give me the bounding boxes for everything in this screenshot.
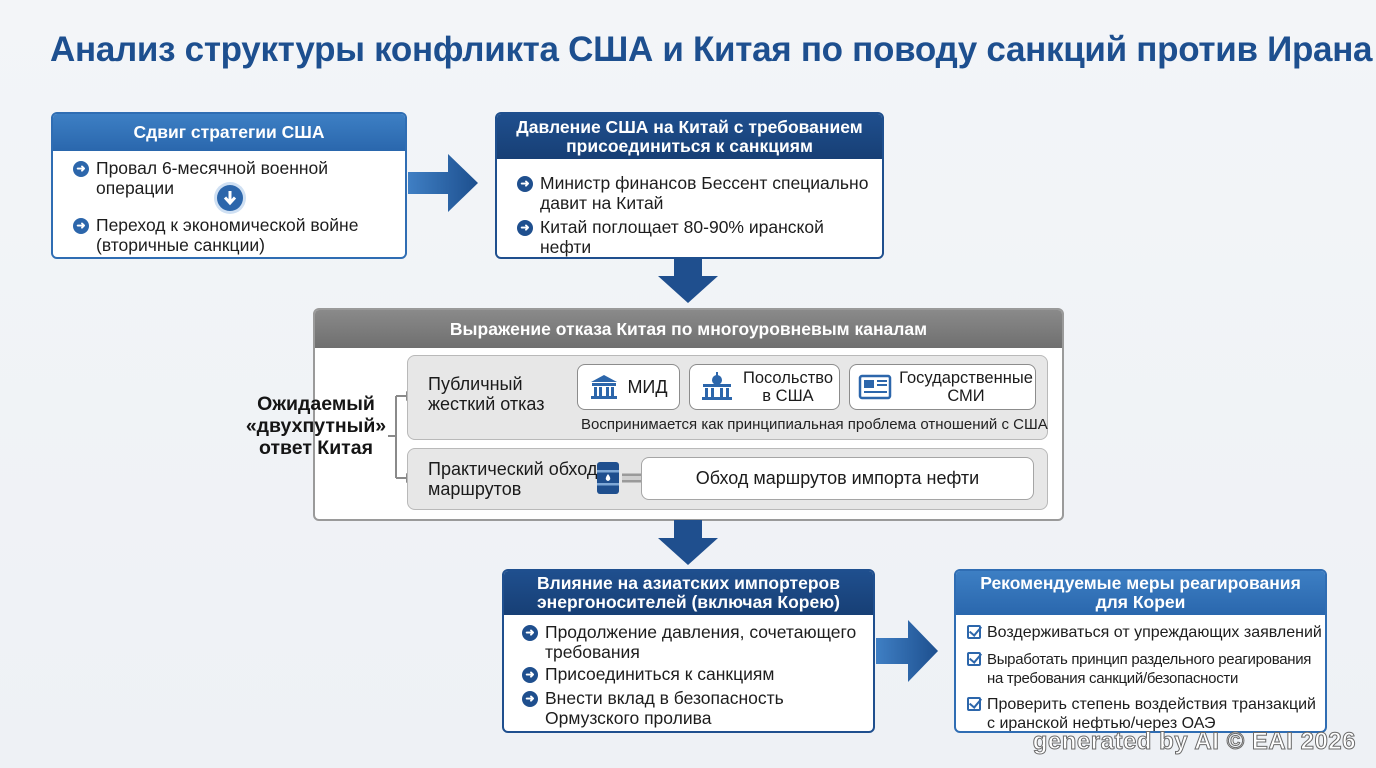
us-strategy-shift-header: Сдвиг стратегии США bbox=[53, 114, 405, 151]
arrow-right-circle-icon: ➜ bbox=[73, 218, 89, 234]
arrow-right-circle-icon: ➜ bbox=[522, 667, 538, 683]
checklist-item-text: Выработать принцип раздельного реагирова… bbox=[987, 651, 1312, 687]
asia-impact-card: Влияние на азиатских импортеров энергоно… bbox=[502, 569, 875, 733]
asia-impact-header: Влияние на азиатских импортеров энергоно… bbox=[504, 571, 873, 615]
list-item: ➜ Китай поглощает 80-90% иранской нефти bbox=[517, 217, 877, 257]
oil-barrel-icon bbox=[597, 462, 619, 494]
us-pressure-card: Давление США на Китай с требованием прис… bbox=[495, 112, 884, 259]
list-item-text: Китай поглощает 80-90% иранской нефти bbox=[540, 217, 824, 257]
public-refusal-note: Воспринимается как принципиальная пробле… bbox=[581, 416, 1048, 433]
us-pressure-header-text: Давление США на Китай с требованием прис… bbox=[516, 116, 863, 156]
checklist-item: Проверить степень воздействия транзакций… bbox=[967, 696, 1325, 732]
arrow-right-circle-icon: ➜ bbox=[522, 691, 538, 707]
flow-arrow-down-icon bbox=[658, 520, 718, 565]
oil-route-bypass-box: Обход маршрутов импорта нефти bbox=[641, 457, 1034, 500]
korea-measures-header: Рекомендуемые меры реагирования для Коре… bbox=[956, 571, 1325, 615]
checklist-item: Воздерживаться от упреждающих заявлений bbox=[967, 624, 1325, 643]
korea-measures-header-text: Рекомендуемые меры реагирования для Коре… bbox=[980, 573, 1301, 612]
list-item-text: Продолжение давления, сочетающего требов… bbox=[545, 622, 857, 662]
building-icon bbox=[702, 372, 732, 400]
arrow-right-circle-icon: ➜ bbox=[522, 625, 538, 641]
list-item: ➜ Присоединиться к санкциям bbox=[522, 664, 867, 685]
china-response-header: Выражение отказа Китая по многоуровневым… bbox=[315, 310, 1062, 348]
channel-label: МИД bbox=[627, 376, 668, 397]
arrow-down-circle-icon bbox=[217, 185, 243, 211]
list-item-text: Присоединиться к санкциям bbox=[545, 664, 775, 684]
checkbox-icon bbox=[967, 625, 981, 639]
checkbox-icon bbox=[967, 652, 981, 666]
flow-arrow-right-icon bbox=[408, 154, 478, 212]
us-strategy-shift-card: Сдвиг стратегии США ➜ Провал 6-месячной … bbox=[51, 112, 407, 259]
list-item-text: Переход к экономической войне (вторичные… bbox=[96, 215, 359, 255]
china-two-track-label: Ожидаемый «двухпутный» ответ Китая bbox=[245, 393, 387, 459]
building-icon bbox=[591, 375, 618, 399]
ai-watermark: generated by AI © EAI 2026 bbox=[1032, 728, 1356, 756]
page-title: Анализ структуры конфликта США и Китая п… bbox=[50, 30, 1373, 69]
practical-workaround-label: Практический обход маршрутов bbox=[428, 459, 598, 499]
list-item: ➜ Провал 6-месячной военной операции bbox=[73, 158, 393, 198]
arrow-right-circle-icon: ➜ bbox=[517, 220, 533, 236]
list-item: ➜ Внести вклад в безопасность Ормузского… bbox=[522, 688, 867, 728]
list-item: ➜ Министр финансов Бессент специально да… bbox=[517, 173, 877, 213]
channel-label: Посольство в США bbox=[742, 369, 834, 405]
checklist-item: Выработать принцип раздельного реагирова… bbox=[967, 651, 1325, 688]
list-item-text: Провал 6-месячной военной операции bbox=[96, 158, 329, 198]
newspaper-icon bbox=[858, 374, 892, 400]
channel-label: Государственные СМИ bbox=[899, 369, 1033, 405]
us-pressure-header: Давление США на Китай с требованием прис… bbox=[497, 114, 882, 159]
checklist-item-text: Проверить степень воздействия транзакций… bbox=[987, 696, 1316, 732]
checkbox-icon bbox=[967, 697, 981, 711]
list-item: ➜ Переход к экономической войне (вторичн… bbox=[73, 215, 393, 255]
oil-route-bypass-text: Обход маршрутов импорта нефти bbox=[695, 468, 980, 488]
flow-arrow-down-icon bbox=[658, 258, 718, 303]
list-item-text: Министр финансов Бессент специально дави… bbox=[540, 173, 869, 213]
channel-embassy: Посольство в США bbox=[689, 364, 840, 410]
arrow-right-circle-icon: ➜ bbox=[517, 176, 533, 192]
flow-arrow-right-icon bbox=[876, 620, 938, 682]
list-item-text: Внести вклад в безопасность Ормузского п… bbox=[545, 688, 784, 728]
checklist-item-text: Воздерживаться от упреждающих заявлений bbox=[987, 624, 1322, 641]
asia-impact-header-text: Влияние на азиатских импортеров энергоно… bbox=[537, 573, 840, 612]
korea-measures-card: Рекомендуемые меры реагирования для Коре… bbox=[954, 569, 1327, 733]
channel-state-media: Государственные СМИ bbox=[849, 364, 1036, 410]
list-item: ➜ Продолжение давления, сочетающего треб… bbox=[522, 622, 867, 662]
public-refusal-label: Публичный жесткий отказ bbox=[428, 374, 545, 414]
arrow-right-circle-icon: ➜ bbox=[73, 161, 89, 177]
channel-foreign-ministry: МИД bbox=[577, 364, 680, 410]
